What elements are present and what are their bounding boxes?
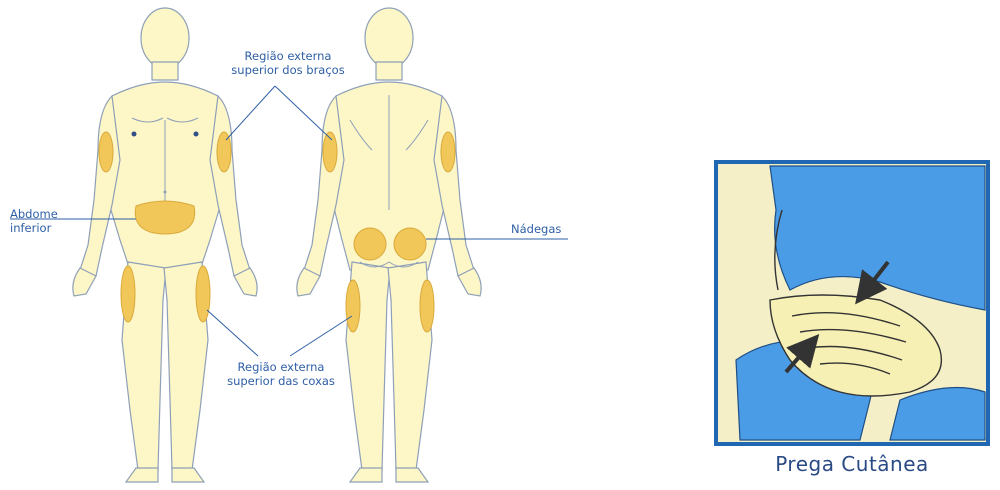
back-body-figure — [297, 8, 481, 482]
left-thigh-zone — [121, 266, 135, 322]
abdomen-zone — [135, 201, 194, 234]
right-upper-arm-zone — [217, 132, 231, 172]
label-thighs: Região externa superior das coxas — [221, 360, 341, 388]
right-thigh-zone — [196, 266, 210, 322]
right-buttock-zone — [394, 228, 426, 260]
label-buttocks: Nádegas — [511, 222, 561, 236]
left-buttock-zone — [354, 228, 386, 260]
skin-fold-caption: Prega Cutânea — [716, 452, 988, 476]
label-abdomen: Abdome inferior — [10, 207, 58, 235]
left-upper-arm-zone — [99, 132, 113, 172]
back-left-thigh-zone — [346, 280, 360, 332]
back-right-thigh-zone — [420, 280, 434, 332]
front-body-figure — [73, 8, 257, 482]
label-upper-arms: Região externa superior dos braços — [228, 49, 348, 77]
skin-fold-illustration — [716, 162, 988, 444]
back-right-upper-arm-zone — [441, 132, 455, 172]
